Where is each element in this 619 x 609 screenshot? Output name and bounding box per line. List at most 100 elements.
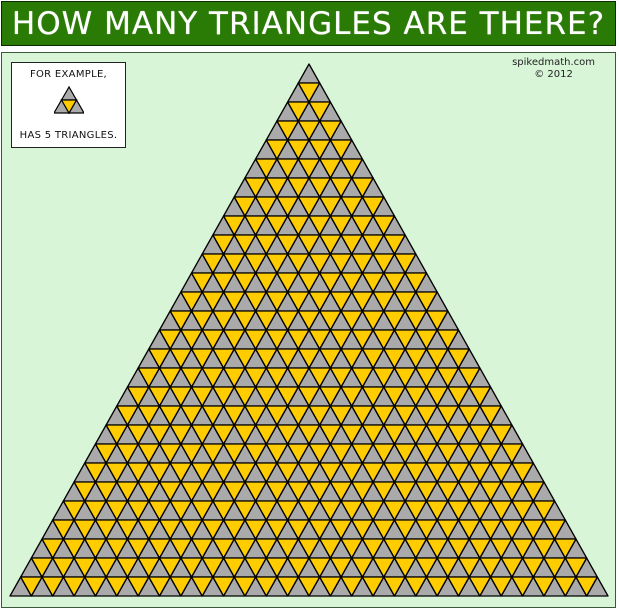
down-triangle — [137, 519, 161, 540]
down-triangle — [340, 386, 364, 407]
down-triangle — [351, 405, 374, 426]
down-triangle — [180, 405, 203, 426]
down-triangle — [201, 557, 225, 578]
down-triangle — [319, 386, 342, 407]
down-triangle — [511, 538, 534, 559]
down-triangle — [73, 481, 97, 502]
down-triangle — [436, 329, 460, 350]
down-triangle — [297, 462, 321, 483]
down-triangle — [158, 557, 182, 578]
down-triangle — [276, 576, 299, 597]
down-triangle — [62, 576, 86, 597]
down-triangle — [52, 519, 75, 540]
down-triangle — [361, 348, 385, 369]
down-triangle — [158, 519, 182, 540]
down-triangle — [212, 462, 235, 483]
down-triangle — [265, 329, 289, 350]
down-triangle — [393, 367, 417, 388]
down-triangle — [319, 158, 342, 179]
down-triangle — [340, 234, 364, 255]
down-triangle — [436, 405, 460, 426]
down-triangle — [308, 329, 332, 350]
down-triangle — [436, 443, 460, 464]
down-triangle — [340, 158, 364, 179]
down-triangle — [361, 234, 385, 255]
down-triangle — [308, 443, 332, 464]
down-triangle — [329, 557, 353, 578]
down-triangle — [436, 557, 460, 578]
down-triangle — [404, 348, 428, 369]
down-triangle — [233, 272, 257, 293]
down-triangle — [329, 253, 353, 274]
down-triangle — [361, 538, 385, 559]
down-triangle — [180, 557, 203, 578]
down-triangle — [276, 272, 299, 293]
down-triangle — [329, 519, 353, 540]
down-triangle — [468, 386, 492, 407]
down-triangle — [73, 519, 97, 540]
down-triangle — [297, 196, 321, 217]
down-triangle — [436, 367, 460, 388]
down-triangle — [190, 576, 214, 597]
down-triangle — [425, 424, 449, 445]
down-triangle — [489, 576, 513, 597]
down-triangle — [500, 443, 524, 464]
down-triangle — [52, 557, 75, 578]
down-triangle — [276, 538, 299, 559]
down-triangle — [393, 329, 417, 350]
down-triangle — [361, 424, 385, 445]
down-triangle — [201, 443, 225, 464]
down-triangle — [361, 500, 385, 521]
down-triangle — [169, 310, 193, 331]
down-triangle — [276, 462, 299, 483]
down-triangle — [564, 557, 588, 578]
down-triangle — [532, 538, 556, 559]
down-triangle — [286, 291, 310, 312]
down-triangle — [404, 386, 428, 407]
down-triangle — [126, 500, 150, 521]
down-triangle — [361, 576, 385, 597]
down-triangle — [276, 386, 299, 407]
down-triangle — [41, 538, 65, 559]
down-triangle — [351, 481, 374, 502]
down-triangle — [489, 538, 513, 559]
down-triangle — [286, 253, 310, 274]
down-triangle — [351, 519, 374, 540]
down-triangle — [468, 424, 492, 445]
down-triangle — [41, 576, 65, 597]
down-triangle — [521, 519, 545, 540]
down-triangle — [383, 424, 406, 445]
down-triangle — [190, 538, 214, 559]
down-triangle — [116, 481, 139, 502]
down-triangle — [532, 576, 556, 597]
down-triangle — [105, 576, 129, 597]
down-triangle — [479, 519, 502, 540]
down-triangle — [94, 519, 118, 540]
down-triangle — [308, 101, 332, 122]
down-triangle — [286, 139, 310, 160]
down-triangle — [222, 557, 246, 578]
down-triangle — [361, 310, 385, 331]
down-triangle — [543, 519, 566, 540]
down-triangle — [276, 500, 299, 521]
down-triangle — [105, 424, 129, 445]
down-triangle — [340, 310, 364, 331]
down-triangle — [254, 576, 278, 597]
down-triangle — [254, 538, 278, 559]
down-triangle — [361, 462, 385, 483]
down-triangle — [351, 215, 374, 236]
down-triangle — [393, 557, 417, 578]
down-triangle — [297, 538, 321, 559]
down-triangle — [425, 310, 449, 331]
down-triangle — [521, 557, 545, 578]
down-triangle — [233, 234, 257, 255]
down-triangle — [180, 519, 203, 540]
down-triangle — [329, 291, 353, 312]
down-triangle — [116, 443, 139, 464]
example-bottom-text: HAS 5 TRIANGLES. — [19, 130, 118, 141]
down-triangle — [116, 405, 139, 426]
down-triangle — [372, 443, 396, 464]
down-triangle — [254, 500, 278, 521]
down-triangle — [265, 557, 289, 578]
down-triangle — [222, 329, 246, 350]
